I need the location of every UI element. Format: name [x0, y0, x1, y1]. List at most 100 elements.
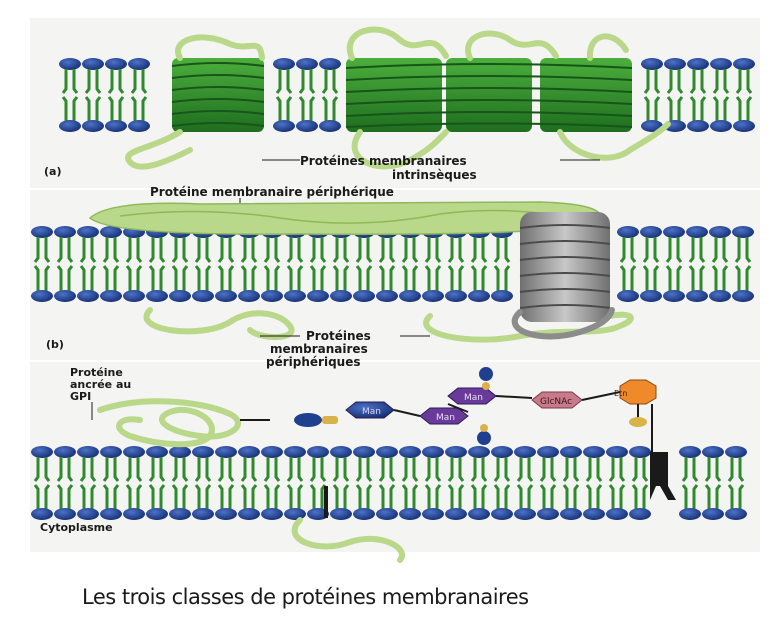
- sugar-label-5: Etn: [614, 389, 627, 398]
- lipid-tail: [309, 457, 316, 482]
- lipid-tail: [84, 96, 91, 121]
- lipid-tail: [642, 265, 649, 291]
- lipid-head: [491, 446, 513, 458]
- lipid-head: [468, 446, 490, 458]
- lipid-tail: [715, 484, 722, 509]
- lipid-tail: [470, 265, 477, 291]
- lipid-head: [422, 508, 444, 520]
- lipid-head: [640, 290, 662, 302]
- lipid-tail: [159, 457, 166, 482]
- lipid-tail: [401, 484, 408, 509]
- lipid-tail: [681, 484, 688, 509]
- lipid-tail: [240, 484, 247, 509]
- lipid-tail: [631, 457, 638, 482]
- lipid-tail: [95, 69, 102, 94]
- lipid-tail: [56, 457, 63, 482]
- lipid-tail: [320, 265, 327, 291]
- lipid-head: [319, 120, 341, 132]
- sugar-label-2: Man: [436, 413, 455, 423]
- lipid-tail: [735, 69, 742, 94]
- lipid-tail: [240, 237, 247, 263]
- lipid-tail: [493, 265, 500, 291]
- lipid-head: [687, 120, 709, 132]
- lipid-head: [725, 446, 747, 458]
- lipid-tail: [309, 96, 316, 121]
- lipid-head: [445, 290, 467, 302]
- lipid-tail: [67, 457, 74, 482]
- lipid-head: [617, 226, 639, 238]
- lipid-head: [664, 58, 686, 70]
- lipid-head: [560, 446, 582, 458]
- lipid-tail: [458, 265, 465, 291]
- lipid-tail: [688, 237, 695, 263]
- lipid-tail: [205, 237, 212, 263]
- lipid-tail: [56, 237, 63, 263]
- lipid-head: [273, 58, 295, 70]
- lipid-head: [82, 58, 104, 70]
- lipid-head: [100, 508, 122, 520]
- lipid-tail: [666, 96, 673, 121]
- lipid-tail: [435, 237, 442, 263]
- lipid-tail: [722, 237, 729, 263]
- lipid-tail: [643, 69, 650, 94]
- lipid-head: [353, 446, 375, 458]
- lipid-tail: [704, 484, 711, 509]
- intrinsic-protein-1: [171, 58, 265, 132]
- lipid-tail: [240, 457, 247, 482]
- lipid-tail: [630, 265, 637, 291]
- lipid-head: [733, 58, 755, 70]
- lipid-tail: [470, 237, 477, 263]
- lipid-tail: [642, 237, 649, 263]
- lipid-tail: [585, 457, 592, 482]
- protein-loops-a: [125, 26, 671, 170]
- lipid-tail: [205, 457, 212, 482]
- lipid-head: [663, 226, 685, 238]
- lipid-tail: [355, 265, 362, 291]
- lipid-tail: [745, 237, 752, 263]
- lipid-tail: [309, 265, 316, 291]
- lipid-head: [215, 446, 237, 458]
- lipid-tail: [378, 457, 385, 482]
- gpi-anchor-label-line2: ancrée au: [70, 378, 131, 391]
- lipid-tail: [527, 457, 534, 482]
- lipid-head: [77, 226, 99, 238]
- lipid-tail: [378, 265, 385, 291]
- lipid-head: [709, 226, 731, 238]
- lipid-tail: [355, 237, 362, 263]
- lipid-tail: [539, 457, 546, 482]
- lipid-tail: [665, 237, 672, 263]
- lipid-tail: [44, 237, 51, 263]
- lipid-tail: [573, 484, 580, 509]
- lipid-tail: [412, 237, 419, 263]
- gpi-anchor-label-line3: GPI: [70, 390, 91, 403]
- lipid-tail: [251, 237, 258, 263]
- lipid-tail: [148, 457, 155, 482]
- lipid-tail: [44, 265, 51, 291]
- lipid-tail: [677, 96, 684, 121]
- lipid-tail: [631, 484, 638, 509]
- lipid-tail: [136, 484, 143, 509]
- lipid-head: [606, 508, 628, 520]
- lipid-head: [77, 446, 99, 458]
- lipid-head: [100, 226, 122, 238]
- lipid-tail: [689, 69, 696, 94]
- lipid-tail: [366, 457, 373, 482]
- cytoplasm-label: Cytoplasme: [40, 521, 113, 534]
- lipid-tail: [72, 96, 79, 121]
- lipid-tail: [596, 457, 603, 482]
- cytoplasm-protein-coil: [291, 517, 405, 563]
- panel-a-label-line1: Protéines membranaires: [300, 154, 467, 168]
- lipid-tail: [585, 484, 592, 509]
- lipid-tail: [217, 484, 224, 509]
- lipid-tail: [727, 484, 734, 509]
- lipid-tail: [745, 265, 752, 291]
- lipid-head: [445, 508, 467, 520]
- lipid-tail: [562, 484, 569, 509]
- lipid-head: [376, 446, 398, 458]
- lipid-head: [640, 226, 662, 238]
- lipid-tail: [735, 96, 742, 121]
- lipid-tail: [366, 265, 373, 291]
- lipid-head: [128, 58, 150, 70]
- lipid-head: [491, 508, 513, 520]
- lipid-tail: [723, 69, 730, 94]
